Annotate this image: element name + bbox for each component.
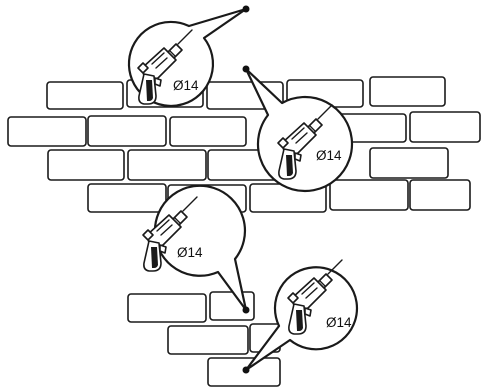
brick	[329, 179, 409, 211]
brick	[169, 116, 247, 147]
brick	[409, 111, 481, 143]
callout-3: Ø14	[142, 184, 250, 314]
brick	[209, 291, 255, 321]
callout-1: Ø14	[127, 5, 250, 107]
brick	[87, 115, 167, 147]
brick	[47, 149, 125, 181]
drill-diameter-label: Ø14	[326, 315, 352, 330]
drill-diameter-label: Ø14	[177, 245, 203, 260]
brick	[369, 76, 446, 107]
brick	[167, 325, 249, 355]
drill-diameter-label: Ø14	[173, 78, 199, 93]
drill-point-marker	[242, 306, 250, 314]
drill-point-marker	[242, 5, 250, 13]
drill-point-marker	[242, 65, 250, 73]
callout-4: Ø14	[242, 259, 359, 374]
brick	[409, 179, 471, 211]
brick	[127, 149, 207, 181]
brick	[127, 293, 207, 323]
brick	[46, 81, 124, 110]
brick	[369, 147, 449, 179]
brick	[7, 116, 87, 147]
brick	[87, 183, 167, 213]
callout-2: Ø14	[242, 65, 354, 193]
drill-point-marker	[242, 366, 250, 374]
drill-diameter-label: Ø14	[316, 148, 342, 163]
